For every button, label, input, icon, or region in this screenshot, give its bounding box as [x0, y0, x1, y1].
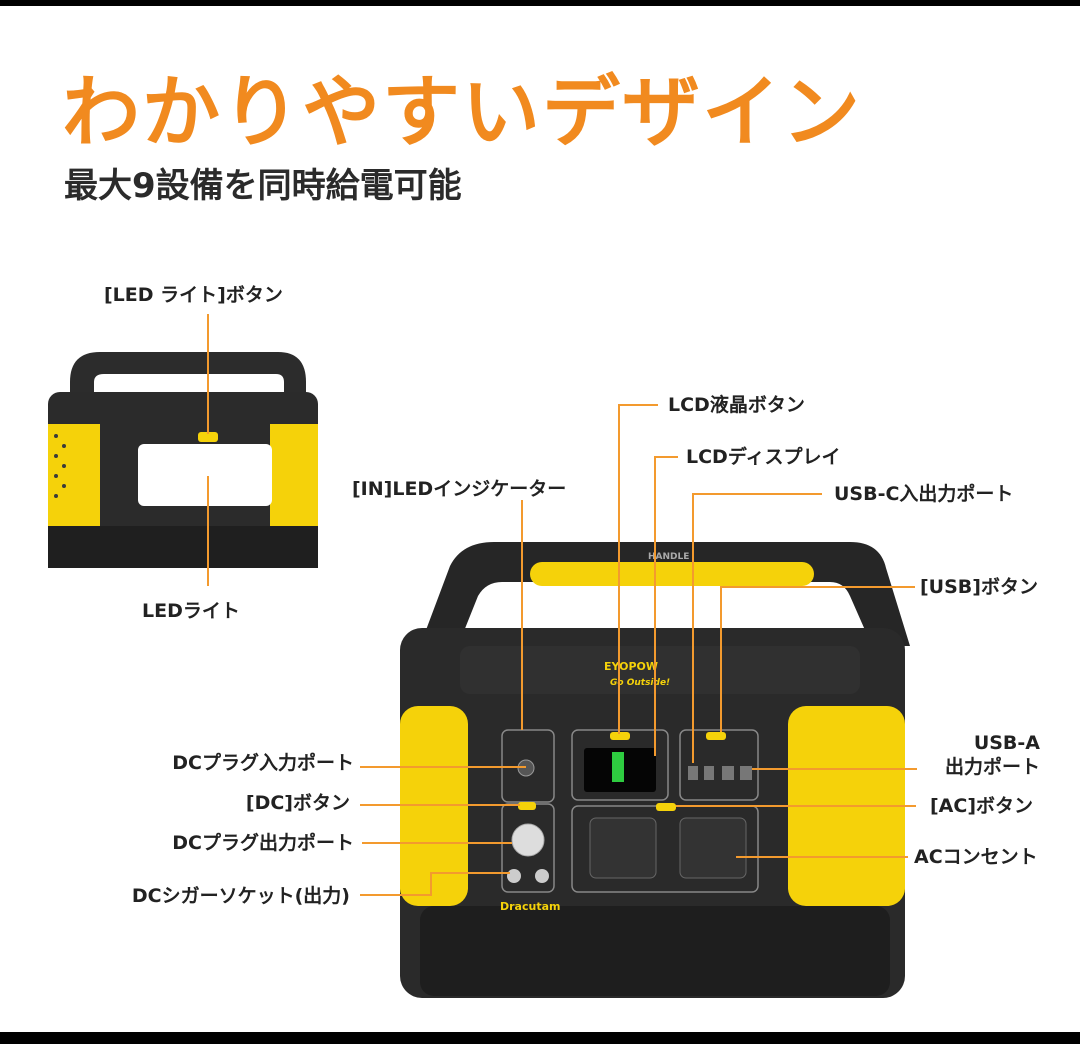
leader-dc-cigar-h2	[430, 872, 510, 874]
product-infographic: わかりやすいデザイン 最大9設備を同時給電可能	[0, 6, 1080, 1032]
leader-usb-a	[752, 768, 917, 770]
label-dc-plug-input: DCプラグ入力ポート	[172, 752, 354, 774]
label-ac-button: [AC]ボタン	[930, 795, 1034, 817]
model-name: Dracutam	[500, 900, 561, 913]
leader-dc-output	[362, 842, 512, 844]
label-lcd-display: LCDディスプレイ	[686, 446, 841, 468]
leader-usb-c-h	[692, 493, 822, 495]
label-usb-button: [USB]ボタン	[920, 576, 1038, 598]
brand-logo-text: EYOPOW	[604, 660, 658, 673]
label-lcd-button: LCD液晶ボタン	[668, 394, 805, 416]
led-light-panel	[138, 444, 272, 506]
label-led-light-button: [LED ライト]ボタン	[104, 284, 283, 306]
handle-grip	[530, 562, 814, 586]
leader-ac-button	[676, 805, 916, 807]
leader-dc-button	[360, 804, 520, 806]
handle-text: HANDLE	[648, 552, 690, 562]
label-dc-cigar-socket: DCシガーソケット(出力)	[131, 885, 350, 907]
leader-led-light	[207, 476, 209, 586]
leader-lcd-button-v	[618, 404, 620, 734]
device-back-view	[48, 352, 318, 568]
leader-usb-c-v	[692, 493, 694, 763]
leader-lcd-display-v	[654, 456, 656, 756]
label-in-led-indicator: [IN]LEDインジケーター	[352, 478, 567, 500]
leader-in-led	[521, 500, 523, 730]
led-light-button-mark	[198, 432, 218, 442]
leader-ac-outlet	[736, 856, 908, 858]
label-dc-button: [DC]ボタン	[245, 792, 350, 814]
leader-led-light-button	[207, 314, 209, 434]
leader-dc-input	[360, 766, 526, 768]
leader-dc-cigar-v	[430, 872, 432, 896]
leader-dc-cigar-h	[360, 894, 430, 896]
label-ac-outlet: ACコンセント	[914, 846, 1038, 868]
leader-usb-button-h	[720, 586, 915, 588]
label-usb-a-line1: USB-A	[973, 732, 1040, 754]
label-dc-plug-output: DCプラグ出力ポート	[172, 832, 354, 854]
device-front-view	[400, 542, 910, 998]
label-usb-c-port: USB-C入出力ポート	[834, 483, 1014, 505]
leader-usb-button-v	[720, 586, 722, 732]
leader-lcd-button-h	[618, 404, 658, 406]
label-led-light: LEDライト	[142, 600, 240, 622]
device-illustrations	[48, 352, 910, 998]
label-usb-a-line2: 出力ポート	[944, 756, 1040, 778]
page-title: わかりやすいデザイン	[62, 68, 863, 158]
page-subtitle: 最大9設備を同時給電可能	[64, 166, 462, 206]
brand-tagline: Go Outside!	[610, 678, 671, 688]
leader-lcd-display-h	[654, 456, 678, 458]
